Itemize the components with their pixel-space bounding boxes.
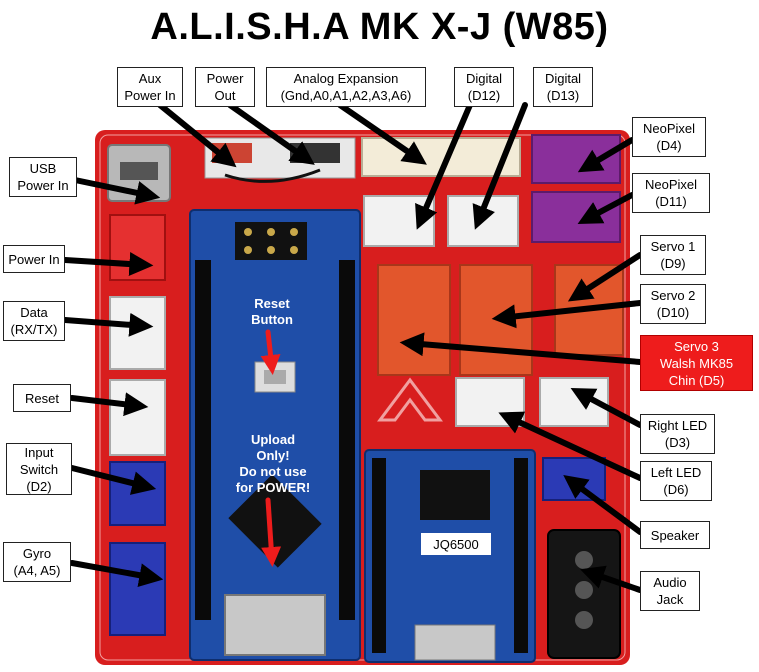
label-servo2: Servo 2 (D10) [640, 284, 706, 324]
label-data: Data (RX/TX) [3, 301, 65, 341]
label-reset: Reset [13, 384, 71, 412]
speaker-connector [543, 458, 605, 500]
label-aux-power-in: Aux Power In [117, 67, 183, 107]
data-connector [110, 297, 165, 369]
label-audio-jack: Audio Jack [640, 571, 700, 611]
neopixel-d4-connector [532, 135, 620, 183]
gyro-connector [110, 543, 165, 635]
neopixel-d11-connector [532, 192, 620, 242]
label-neopixel-d4: NeoPixel (D4) [632, 117, 706, 157]
servo3-connector [378, 265, 450, 375]
jq6500-chip [420, 470, 490, 520]
label-servo1: Servo 1 (D9) [640, 235, 706, 275]
label-jq6500: JQ6500 [421, 533, 491, 555]
label-power-out: Power Out [195, 67, 255, 107]
label-neopixel-d11: NeoPixel (D11) [632, 173, 710, 213]
input-switch-connector [110, 462, 165, 525]
label-left-led: Left LED (D6) [640, 461, 712, 501]
mini-usb-port [225, 595, 325, 655]
label-digital-d13: Digital (D13) [533, 67, 593, 107]
label-power-in: Power In [3, 245, 65, 273]
label-servo3: Servo 3 Walsh MK85 Chin (D5) [640, 335, 753, 391]
label-usb-power-in: USB Power In [9, 157, 77, 197]
label-analog-expansion: Analog Expansion (Gnd,A0,A1,A2,A3,A6) [266, 67, 426, 107]
text-reset-button: Reset Button [232, 296, 312, 328]
text-upload-only: Upload Only! Do not use for POWER! [218, 432, 328, 496]
servo2-connector [460, 265, 532, 375]
reset-connector [110, 380, 165, 455]
label-right-led: Right LED (D3) [640, 414, 715, 454]
label-speaker: Speaker [640, 521, 710, 549]
power-in-connector [110, 215, 165, 280]
label-gyro: Gyro (A4, A5) [3, 542, 71, 582]
jq6500-usb [415, 625, 495, 660]
label-digital-d12: Digital (D12) [454, 67, 514, 107]
label-input-switch: Input Switch (D2) [6, 443, 72, 495]
icsp-header [235, 222, 307, 260]
